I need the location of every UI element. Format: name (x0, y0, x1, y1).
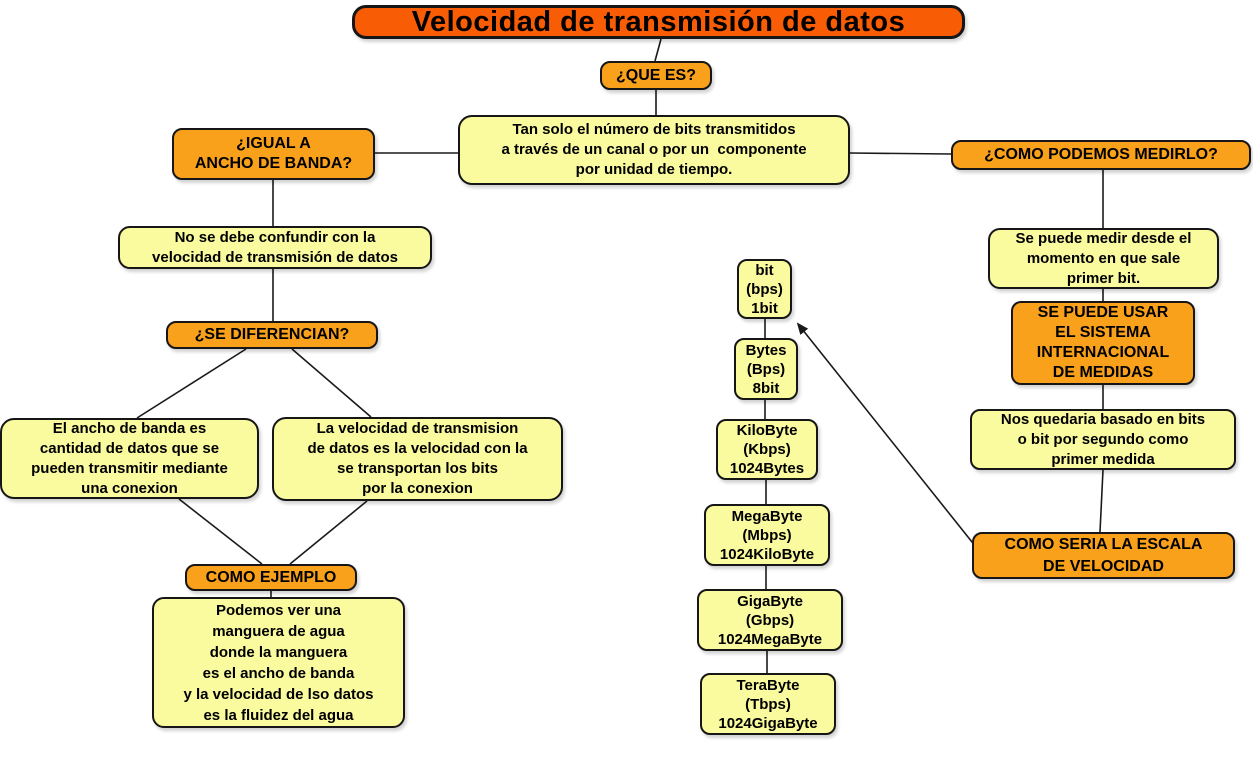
node-se-diferencian[interactable]: ¿SE DIFERENCIAN? (166, 321, 378, 349)
connector-nosquedaria-comoseria (1099, 469, 1104, 533)
connector-sediferencian-velocidad (291, 348, 372, 418)
connector-tansolo-comopodemos (849, 152, 952, 155)
node-velocidad-transmision-def[interactable]: La velocidad de transmision de datos es … (272, 417, 563, 501)
node-como-podemos-medirlo[interactable]: ¿COMO PODEMOS MEDIRLO? (951, 140, 1251, 170)
node-scale-kilobyte[interactable]: KiloByte (Kbps) 1024Bytes (716, 419, 818, 480)
node-igual-a-ancho-de-banda[interactable]: ¿IGUAL A ANCHO DE BANDA? (172, 128, 375, 180)
node-scale-bytes[interactable]: Bytes (Bps) 8bit (734, 338, 798, 400)
node-ancho-de-banda-def[interactable]: El ancho de banda es cantidad de datos q… (0, 418, 259, 499)
node-scale-bit[interactable]: bit (bps) 1bit (737, 259, 792, 319)
connector-anchobanda-comoejemplo (178, 498, 263, 565)
node-scale-megabyte[interactable]: MegaByte (Mbps) 1024KiloByte (704, 504, 830, 566)
node-scale-terabyte[interactable]: TeraByte (Tbps) 1024GigaByte (700, 673, 836, 735)
node-no-se-debe-confundir[interactable]: No se debe confundir con la velocidad de… (118, 226, 432, 269)
node-nos-quedaria[interactable]: Nos quedaria basado en bits o bit por se… (970, 409, 1236, 470)
node-sistema-internacional[interactable]: SE PUEDE USAR EL SISTEMA INTERNACIONAL D… (1011, 301, 1195, 385)
node-se-puede-medir[interactable]: Se puede medir desde el momento en que s… (988, 228, 1219, 289)
node-title[interactable]: Velocidad de transmisión de datos (352, 5, 965, 39)
connector-title-quees (654, 38, 662, 62)
connector-velocidad-comoejemplo (289, 500, 368, 565)
connector-sediferencian-anchobanda (136, 348, 247, 419)
node-tan-solo[interactable]: Tan solo el número de bits transmitidos … (458, 115, 850, 185)
node-como-ejemplo[interactable]: COMO EJEMPLO (185, 564, 357, 591)
node-ejemplo-manguera[interactable]: Podemos ver una manguera de agua donde l… (152, 597, 405, 728)
node-que-es[interactable]: ¿QUE ES? (600, 61, 712, 90)
node-como-seria-escala[interactable]: COMO SERIA LA ESCALA DE VELOCIDAD (972, 532, 1235, 579)
node-scale-gigabyte[interactable]: GigaByte (Gbps) 1024MegaByte (697, 589, 843, 651)
connector-comoseria-bit-arrow (796, 322, 977, 548)
